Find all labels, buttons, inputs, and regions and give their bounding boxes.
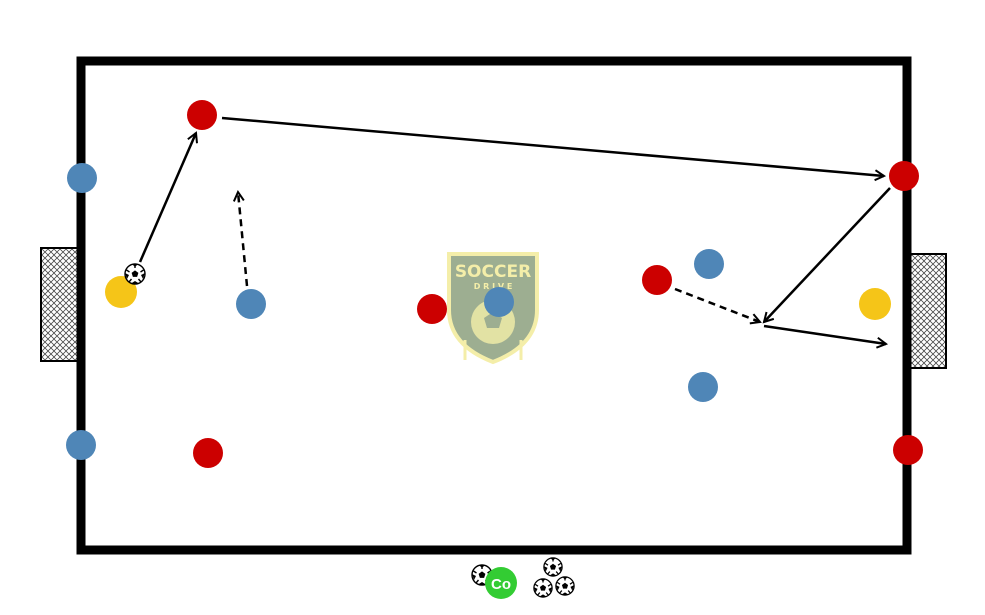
coach-marker (485, 567, 517, 599)
blue-player (484, 287, 514, 317)
logo-line1: SOCCER (455, 262, 531, 282)
pass-arrow-1 (138, 133, 196, 263)
logo-line2: D R I V E (474, 282, 513, 291)
run-arrow-1 (238, 192, 249, 287)
red-player (417, 294, 447, 324)
red-player (889, 161, 919, 191)
pitch-boundary (76, 56, 912, 555)
soccer-ball-icon (555, 576, 575, 596)
blue-player (688, 372, 718, 402)
blue-player (694, 249, 724, 279)
right-goal-icon (907, 253, 947, 369)
coach-label: Co (491, 576, 511, 593)
left-goal-icon (40, 247, 80, 362)
left-goalkeeper (105, 276, 137, 308)
red-player (642, 265, 672, 295)
blue-player (66, 430, 96, 460)
soccer-ball-icon (124, 263, 146, 285)
run-arrow-2 (674, 287, 760, 322)
pass-arrow-3 (764, 187, 891, 322)
red-player (893, 435, 923, 465)
soccer-ball-icon (543, 557, 563, 577)
blue-player (236, 289, 266, 319)
blue-player (67, 163, 97, 193)
pass-arrow-2 (221, 116, 884, 176)
soccer-ball-icon (533, 578, 553, 598)
pass-arrow-4 (763, 324, 886, 344)
red-player (193, 438, 223, 468)
right-goalkeeper (859, 288, 891, 320)
red-player (187, 100, 217, 130)
